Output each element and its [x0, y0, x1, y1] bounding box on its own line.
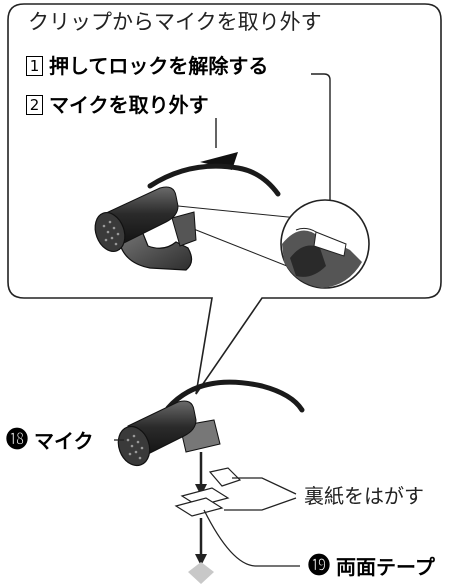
step-number: 2	[26, 95, 43, 115]
step-1: 1 押してロックを解除する	[26, 56, 268, 76]
mic-label: ⓲ マイク	[6, 430, 94, 452]
mic-head	[94, 212, 126, 252]
clip-and-mic-illustration	[94, 163, 281, 271]
tape-label-text: 両面テープ	[336, 555, 435, 579]
step-2: 2 マイクを取り外す	[26, 95, 209, 115]
zoom-line	[177, 205, 299, 219]
peel-leader-line	[224, 497, 297, 511]
lock-detail-zoom	[280, 199, 370, 289]
tape-backing	[208, 467, 242, 487]
mic-head	[117, 425, 151, 467]
mounted-mic-illustration	[117, 379, 305, 584]
mount-surface	[188, 562, 214, 584]
peel-leader-line	[232, 477, 297, 495]
zoom-line	[185, 225, 293, 269]
tape-backing	[174, 497, 224, 517]
callout-bubble	[7, 3, 442, 395]
callout-title: クリップからマイクを取り外す	[28, 10, 322, 34]
mic-label-text: マイク	[34, 429, 94, 453]
step-text: マイクを取り外す	[49, 93, 209, 117]
mic-cable	[165, 379, 305, 413]
step-text: 押してロックを解除する	[49, 54, 269, 78]
step-number: 1	[26, 56, 43, 76]
peel-label: 裏紙をはがす	[304, 484, 424, 508]
tape-label: ⓳ 両面テープ	[308, 556, 435, 578]
tape-number-badge: ⓳	[308, 554, 331, 579]
mic-number-badge: ⓲	[6, 428, 29, 453]
step1-leader-line	[311, 73, 331, 218]
clip-hook	[171, 211, 197, 247]
tape-leader-line	[203, 509, 300, 567]
mic-cable	[147, 163, 281, 197]
